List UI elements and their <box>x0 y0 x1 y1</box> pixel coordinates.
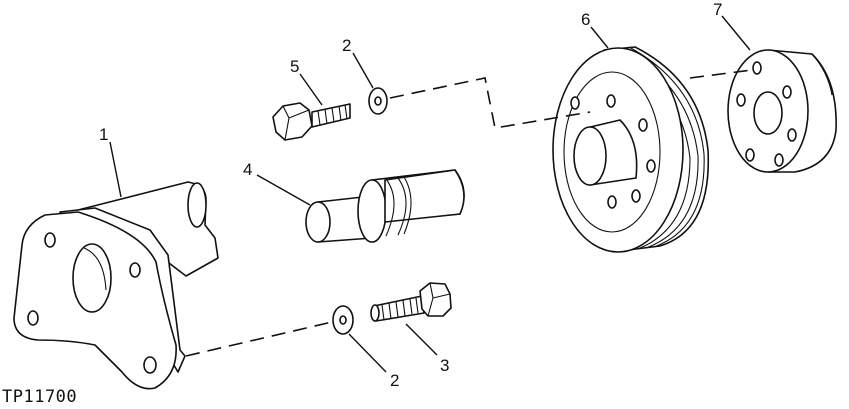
callout-2-lower: 2 <box>390 371 399 390</box>
callout-7: 7 <box>713 0 722 19</box>
pulley-part-6 <box>552 46 710 253</box>
leader-2-upper <box>352 52 374 89</box>
leader-4 <box>256 174 311 206</box>
alignment-line-lower <box>185 321 333 357</box>
callout-3: 3 <box>440 356 449 375</box>
leader-1 <box>109 141 122 198</box>
cap-screw-part-3 <box>370 282 452 322</box>
callout-2-upper: 2 <box>342 36 351 55</box>
leader-5 <box>299 73 323 106</box>
leader-3 <box>405 323 438 356</box>
callout-5: 5 <box>290 57 299 76</box>
callout-6: 6 <box>581 10 590 29</box>
cap-screw-part-5 <box>272 102 351 141</box>
washer-part-2-lower <box>332 305 354 335</box>
leader-2-lower <box>348 333 387 373</box>
washer-part-2-upper <box>368 87 388 115</box>
callout-4: 4 <box>243 160 252 179</box>
leader-6 <box>590 26 609 49</box>
bracket-part-1 <box>13 181 219 390</box>
hub-part-7 <box>727 49 837 173</box>
callout-1: 1 <box>99 125 108 144</box>
shaft-part-4 <box>305 169 465 243</box>
figure-code: TP11700 <box>2 387 77 407</box>
alignment-line-upper <box>389 77 591 129</box>
alignment-line-hub <box>689 69 753 79</box>
leader-7 <box>721 15 751 51</box>
